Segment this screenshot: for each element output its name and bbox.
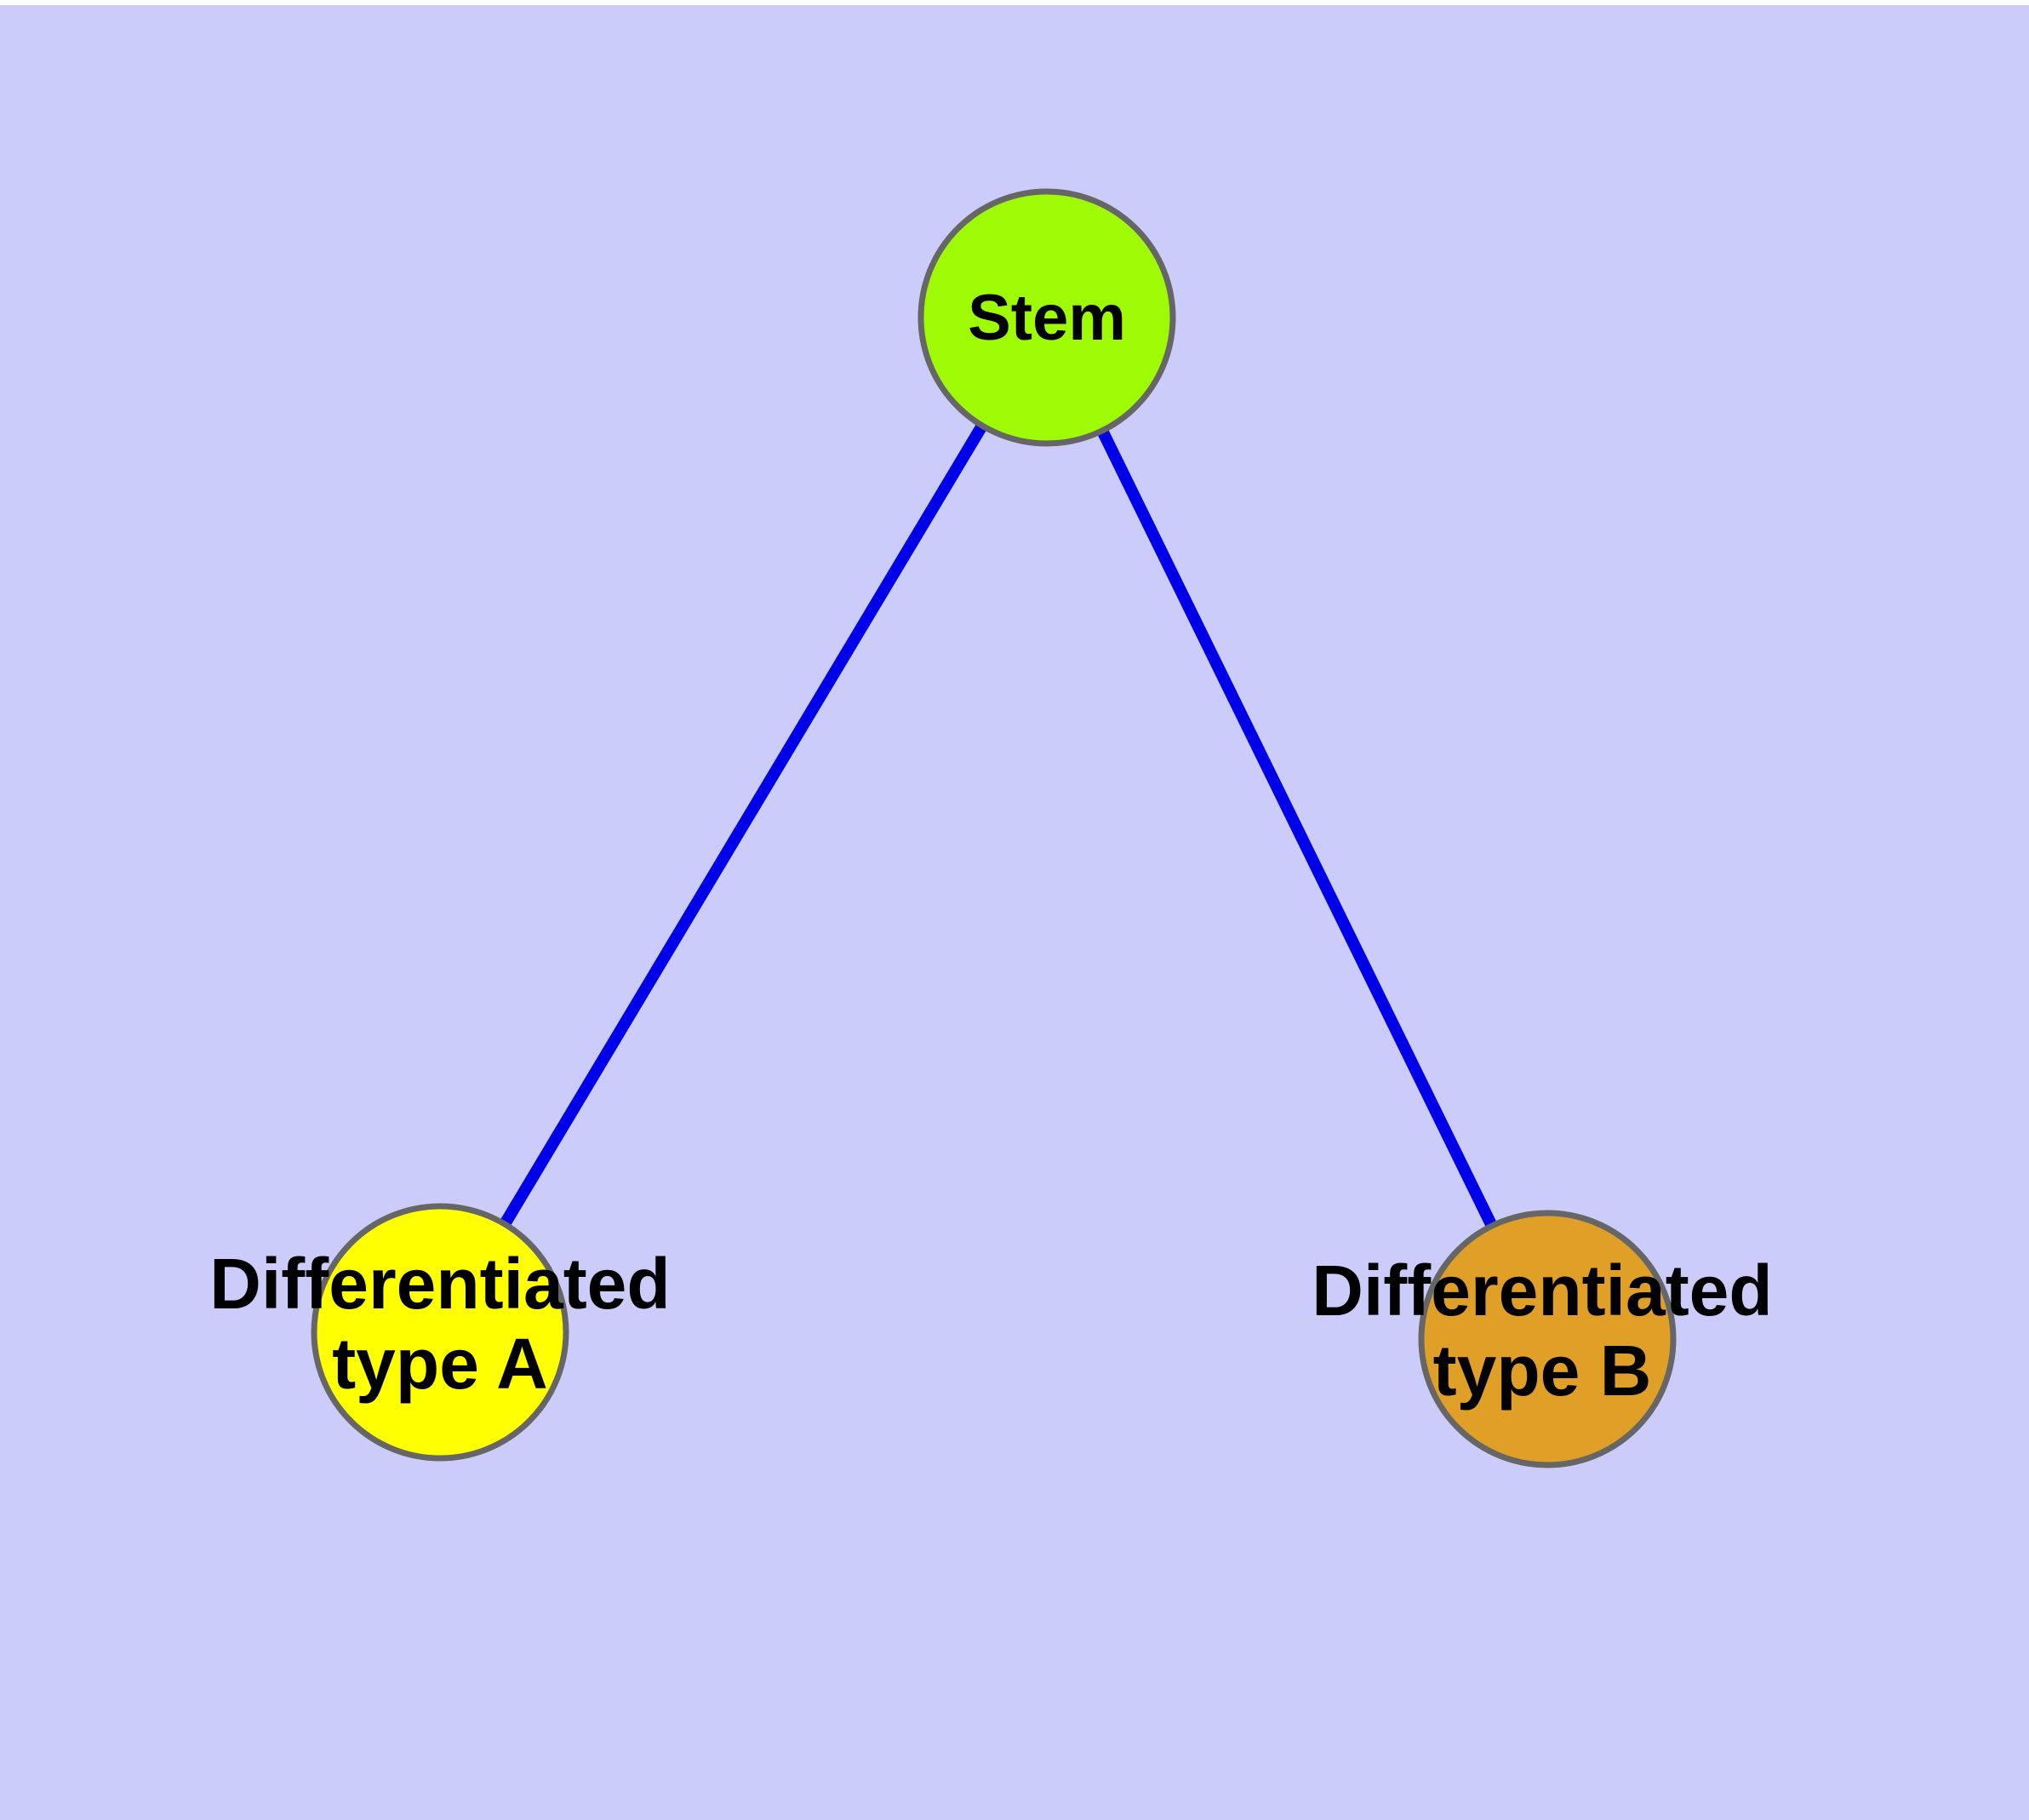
- edge-stem-to-diff-b[interactable]: [1041, 314, 1553, 1342]
- node-circle-diff-a[interactable]: [311, 1203, 569, 1462]
- edge-layer: [434, 314, 1553, 1342]
- node-circle-diff-b[interactable]: [1418, 1210, 1677, 1468]
- node-circle-stem[interactable]: [917, 188, 1176, 447]
- edge-stem-to-diff-a[interactable]: [434, 314, 1053, 1336]
- node-layer: [311, 188, 1677, 1468]
